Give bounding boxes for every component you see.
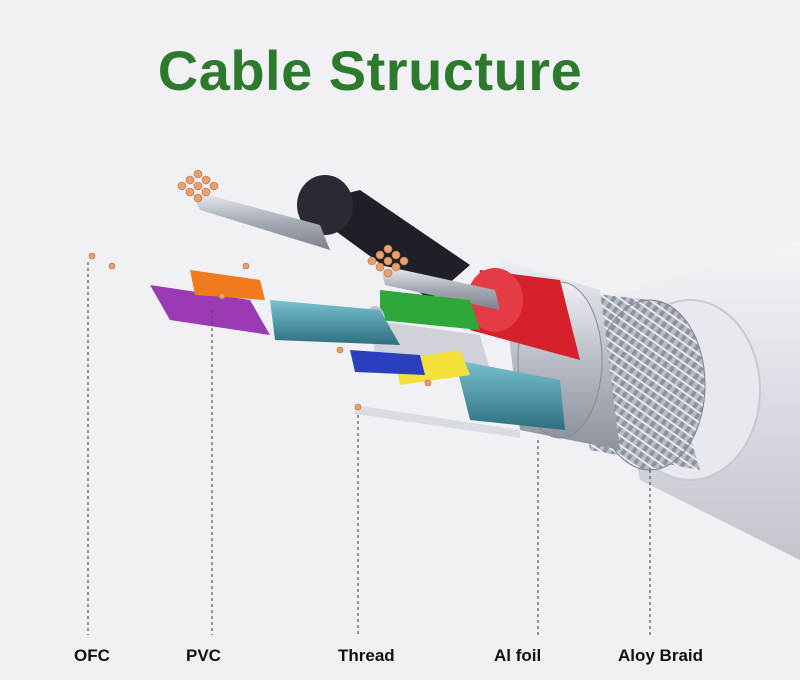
label-aloy-braid: Aloy Braid: [618, 646, 704, 665]
core-green: [380, 290, 480, 330]
copper-strands: [88, 169, 432, 411]
label-ofc: OFC: [74, 646, 110, 665]
core-black: [190, 175, 470, 300]
label-pvc: PVC: [186, 646, 221, 665]
label-al-foil: Al foil: [494, 646, 542, 665]
core-purple: [150, 285, 270, 335]
thread-strand: [355, 405, 520, 438]
core-red: [380, 265, 580, 360]
core-blue: [350, 350, 425, 375]
leader-lines: [87, 262, 651, 635]
page-title: Cable Structure: [157, 39, 583, 102]
core-orange: [190, 270, 265, 300]
label-thread: Thread: [338, 646, 395, 665]
teal-shield-pair: [270, 300, 565, 430]
